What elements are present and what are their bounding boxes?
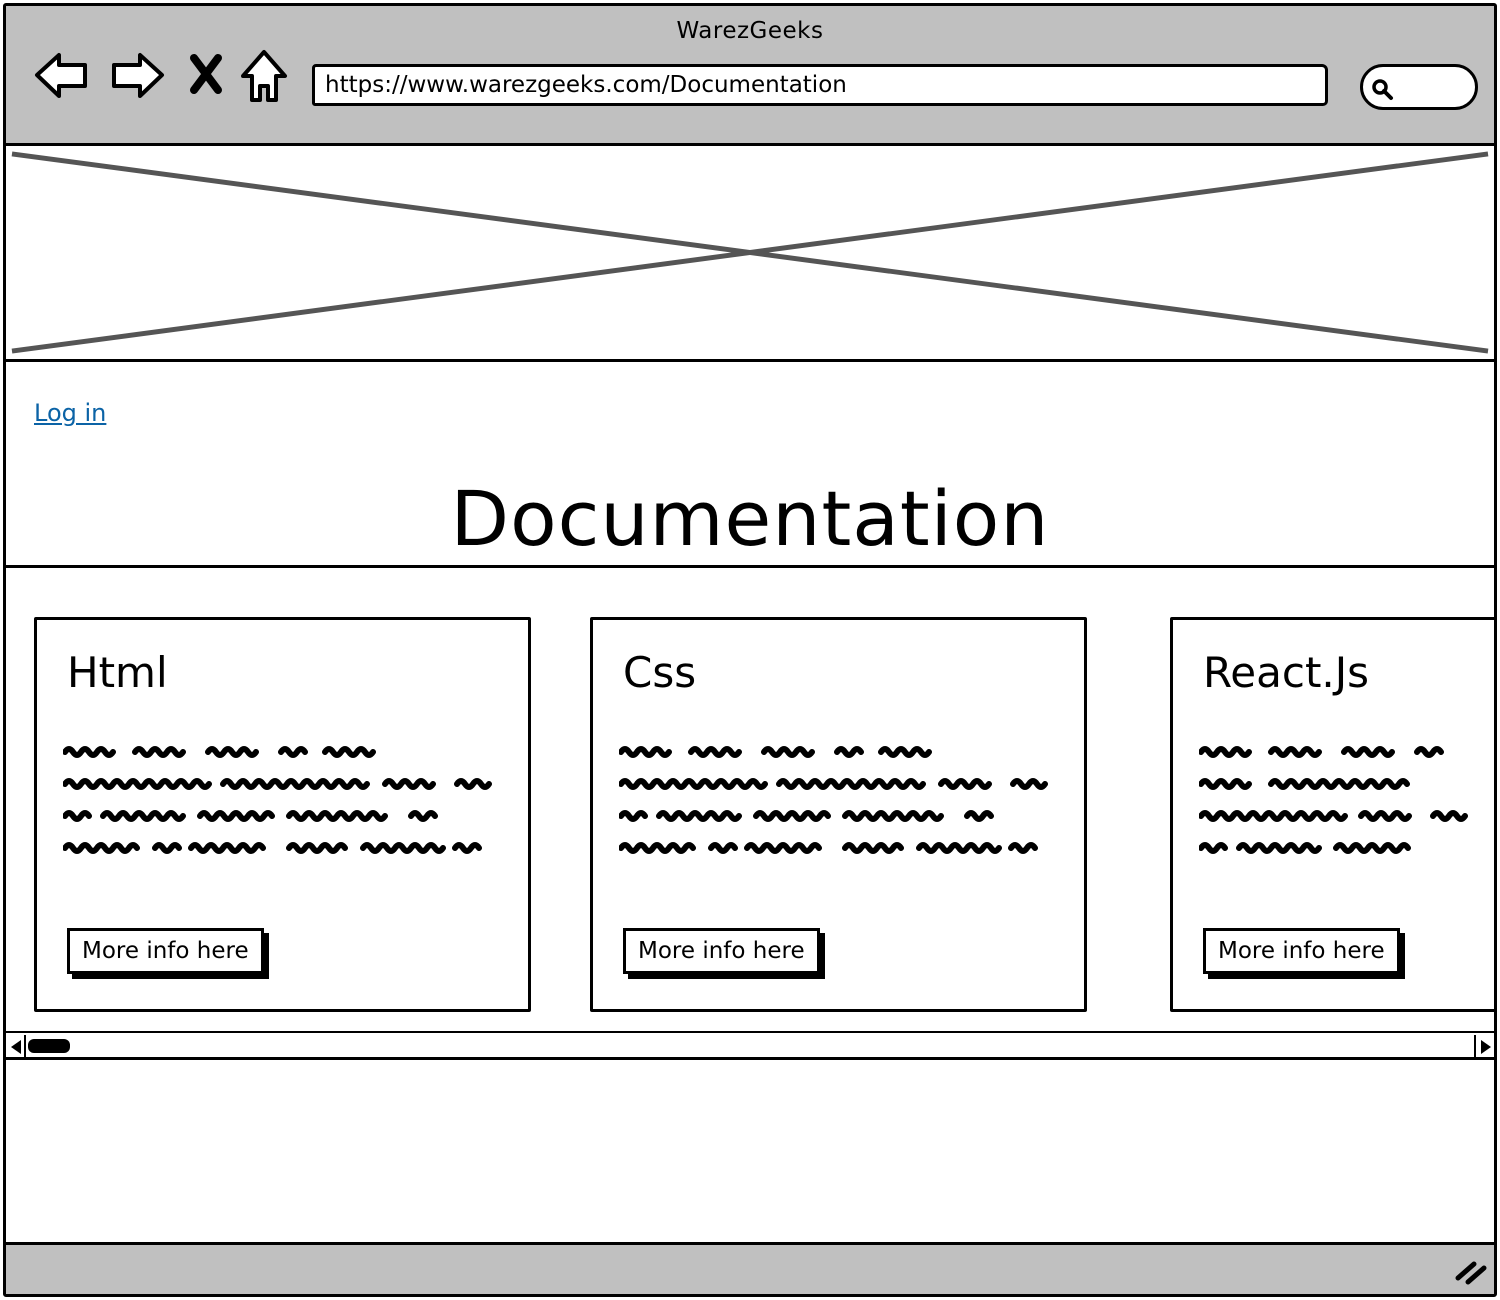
more-info-button[interactable]: More info here bbox=[623, 928, 820, 974]
search-input[interactable] bbox=[1360, 64, 1478, 110]
forward-button[interactable] bbox=[108, 46, 166, 104]
scroll-thumb[interactable] bbox=[28, 1039, 70, 1053]
arrow-left-icon bbox=[35, 53, 87, 98]
scribble-text-placeholder bbox=[619, 746, 1048, 854]
home-button[interactable] bbox=[235, 46, 293, 104]
scroll-left-button[interactable] bbox=[6, 1035, 26, 1057]
card-scribble-text bbox=[63, 740, 503, 870]
card-title: Css bbox=[623, 648, 697, 697]
search-icon bbox=[1372, 79, 1393, 100]
card-html: Html More info here bbox=[34, 617, 531, 1012]
card-scribble-text bbox=[619, 740, 1059, 870]
stop-button[interactable] bbox=[178, 46, 236, 104]
card-reactjs: React.Js More info here bbox=[1170, 617, 1494, 1012]
resize-grip-icon[interactable] bbox=[1454, 1256, 1488, 1286]
card-scribble-text bbox=[1199, 740, 1479, 870]
more-info-button[interactable]: More info here bbox=[67, 928, 264, 974]
triangle-right-icon bbox=[1481, 1040, 1491, 1054]
address-bar[interactable]: https://www.warezgeeks.com/Documentation bbox=[312, 64, 1328, 106]
arrow-right-icon bbox=[112, 53, 164, 98]
scribble-text-placeholder bbox=[63, 746, 492, 854]
card-css: Css More info here bbox=[590, 617, 1087, 1012]
image-placeholder-cross bbox=[11, 151, 1489, 354]
more-info-button[interactable]: More info here bbox=[1203, 928, 1400, 974]
back-button[interactable] bbox=[33, 46, 91, 104]
browser-window: WarezGeeks https://www.warezgeeks.com/Do… bbox=[3, 3, 1497, 1297]
scroll-right-button[interactable] bbox=[1474, 1035, 1494, 1057]
card-title: React.Js bbox=[1203, 648, 1370, 697]
hero-image-placeholder bbox=[6, 146, 1494, 362]
scribble-text-placeholder bbox=[1199, 746, 1468, 854]
triangle-left-icon bbox=[11, 1040, 21, 1054]
card-title: Html bbox=[67, 648, 168, 697]
close-icon bbox=[190, 54, 222, 94]
page-title: Documentation bbox=[450, 474, 1050, 563]
window-title: WarezGeeks bbox=[676, 18, 824, 44]
status-bar bbox=[6, 1242, 1494, 1294]
home-icon bbox=[241, 50, 287, 102]
horizontal-scrollbar[interactable] bbox=[6, 1031, 1494, 1057]
cards-scroll-area[interactable]: Html More info here Css bbox=[6, 565, 1494, 1060]
browser-toolbar: WarezGeeks https://www.warezgeeks.com/Do… bbox=[6, 6, 1494, 146]
login-link[interactable]: Log in bbox=[34, 399, 107, 427]
